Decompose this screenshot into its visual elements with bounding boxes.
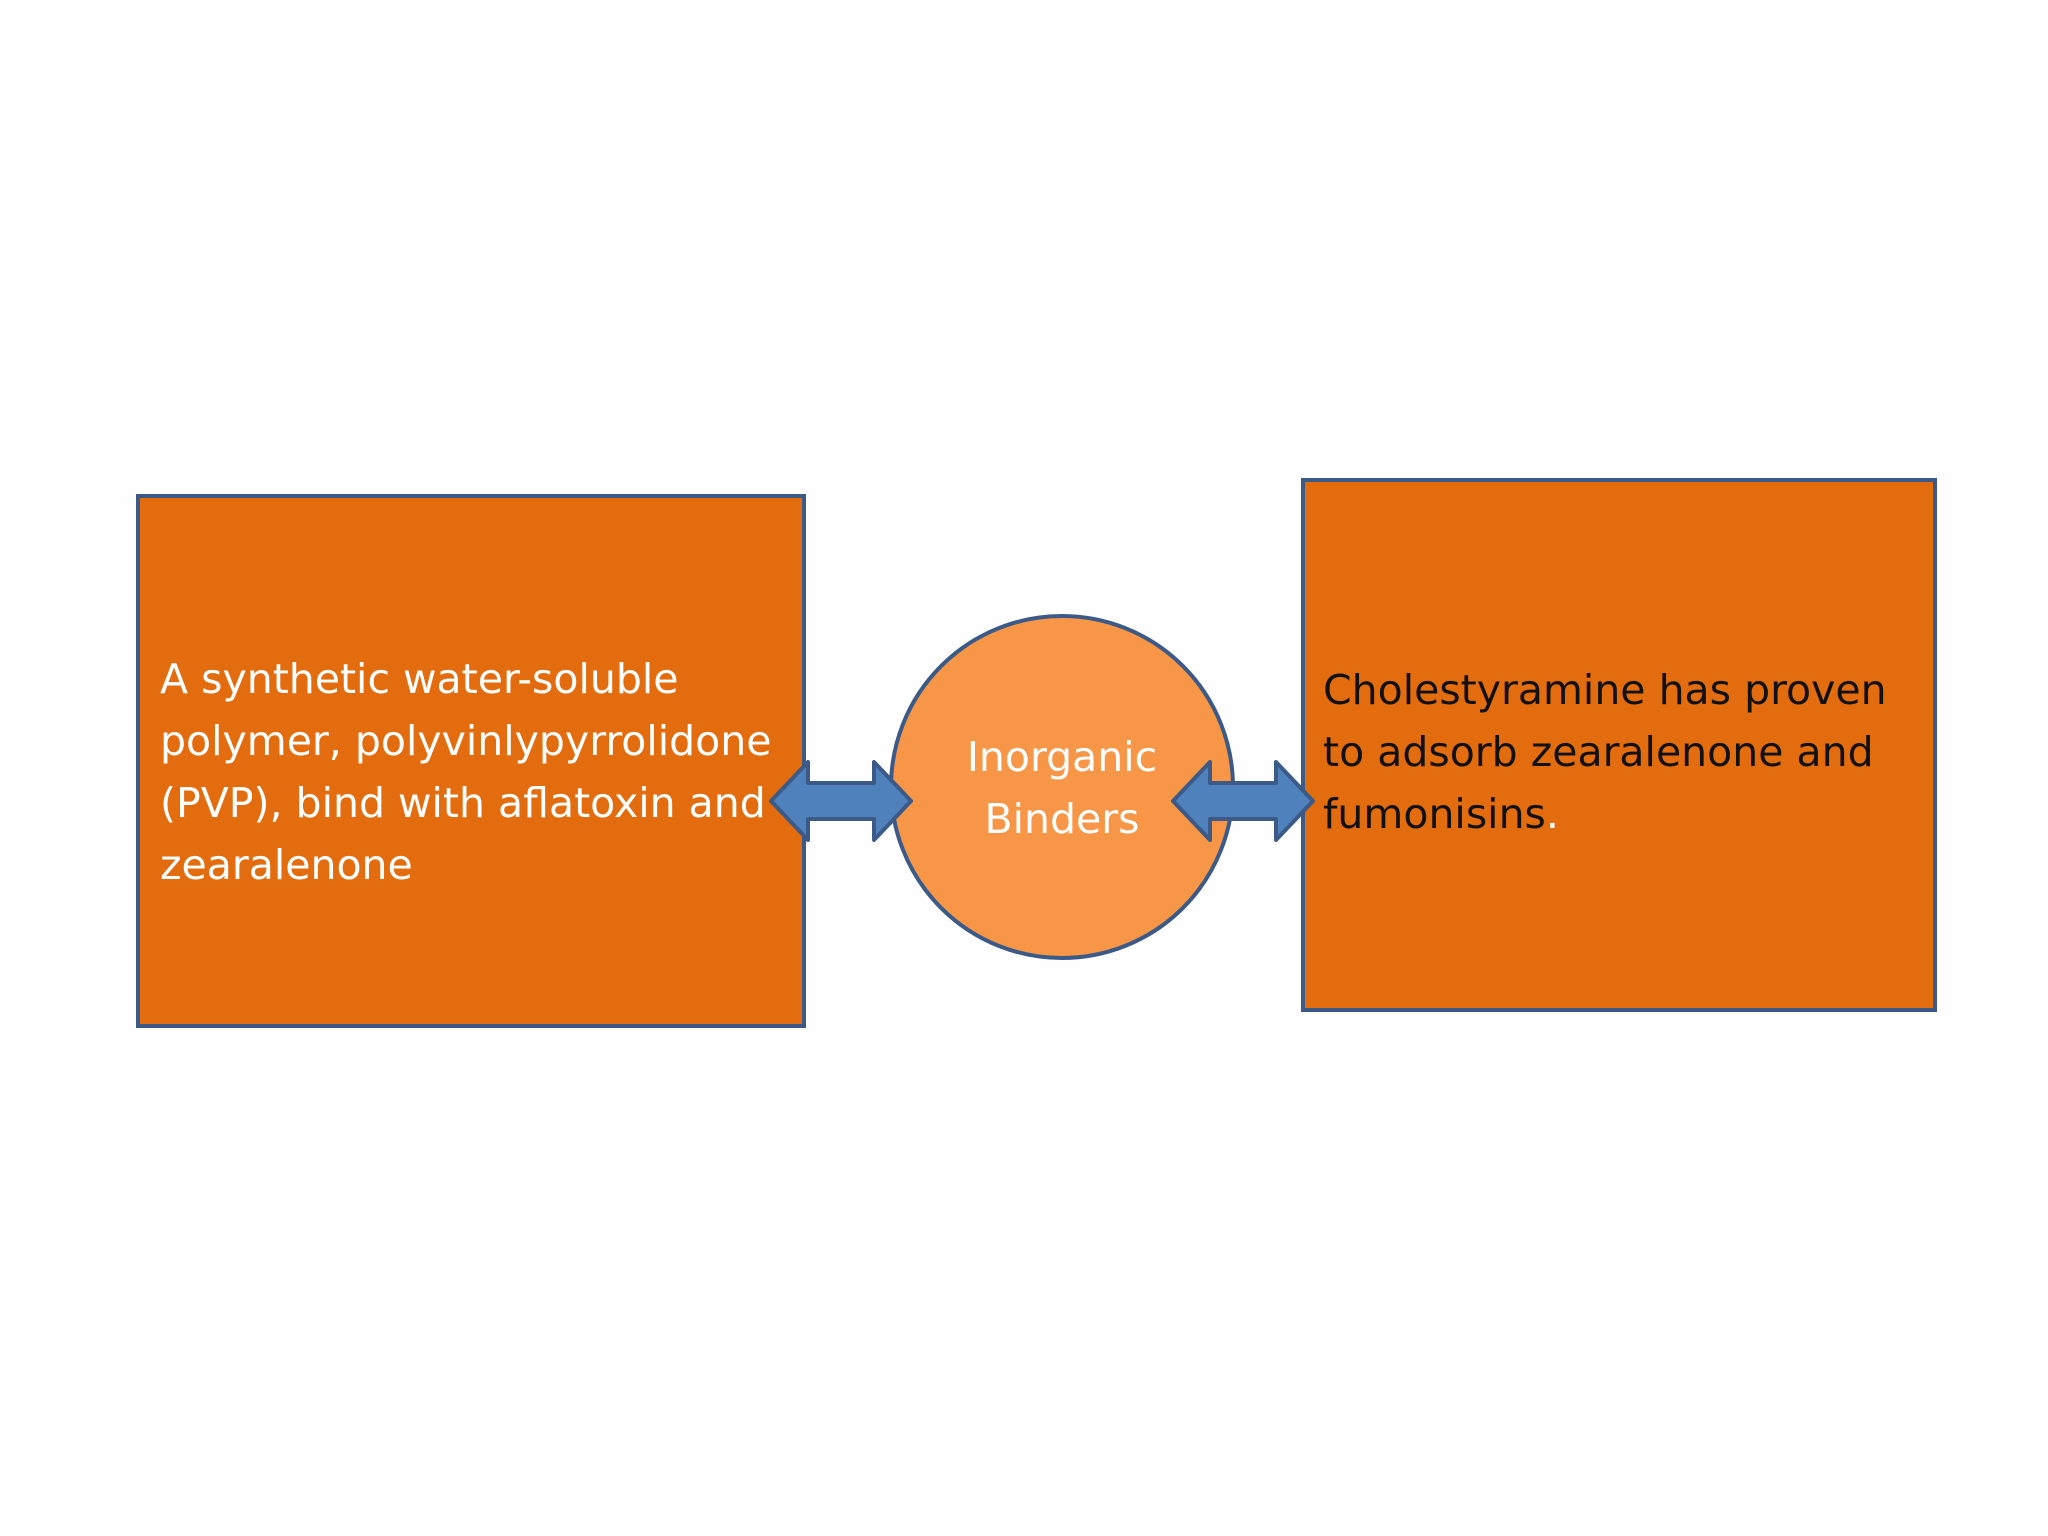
left-double-arrow-icon	[769, 760, 913, 842]
center-circle: Inorganic Binders	[889, 614, 1235, 960]
left-box-text: A synthetic water-soluble polymer, polyvi…	[160, 648, 771, 896]
left-box-line-2: polymer, polyvinlypyrrolidone	[160, 717, 772, 765]
center-label: Inorganic Binders	[893, 726, 1231, 850]
right-box-line-2: to adsorb zearalenone and	[1323, 728, 1874, 776]
center-label-line-2: Binders	[984, 795, 1140, 843]
left-box-line-1: A synthetic water-soluble	[160, 655, 679, 703]
right-box: Cholestyramine has proven to adsorb zeara…	[1301, 478, 1937, 1012]
left-box-line-3: (PVP), bind with aflatoxin and	[160, 779, 766, 827]
left-box-line-4: zearalenone	[160, 841, 413, 889]
left-box: A synthetic water-soluble polymer, polyvi…	[136, 494, 806, 1028]
right-box-period: .	[1545, 790, 1559, 838]
right-box-line-1: Cholestyramine has proven	[1323, 666, 1887, 714]
right-box-text: Cholestyramine has proven to adsorb zeara…	[1323, 659, 1887, 845]
center-label-line-1: Inorganic	[966, 733, 1158, 781]
right-box-line-3: fumonisins	[1323, 790, 1546, 838]
right-double-arrow-icon	[1171, 760, 1315, 842]
